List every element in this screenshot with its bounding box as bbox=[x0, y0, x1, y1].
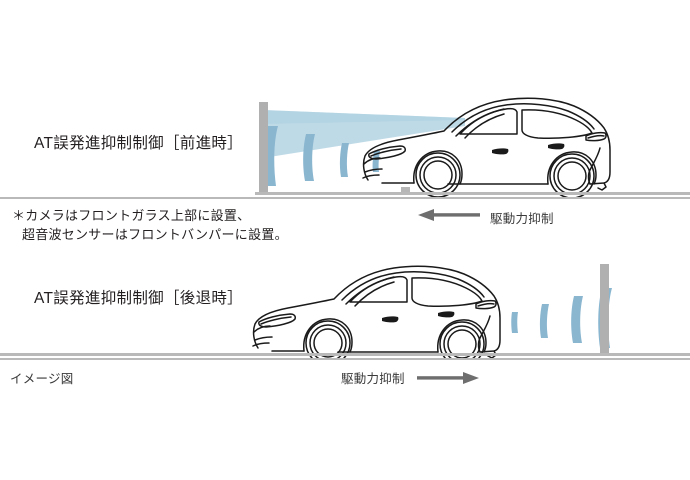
camera-view-cone-icon bbox=[263, 110, 465, 158]
obstacle-wall bbox=[259, 102, 268, 194]
image-caption: イメージ図 bbox=[10, 372, 74, 386]
reverse-drive-suppress-arrow-icon bbox=[417, 372, 479, 384]
obstacle-wall bbox=[600, 264, 609, 353]
forward-drive-suppress-arrow-icon bbox=[418, 209, 480, 221]
forward-scene bbox=[0, 80, 690, 198]
car-illustration bbox=[362, 97, 611, 198]
note-line-1: ＊カメラはフロントガラス上部に設置、 bbox=[12, 208, 251, 223]
car-illustration bbox=[252, 265, 501, 358]
divider-top bbox=[0, 197, 690, 199]
reverse-drive-suppress-label: 駆動力抑制 bbox=[341, 372, 405, 386]
forward-drive-suppress-label: 駆動力抑制 bbox=[490, 212, 554, 226]
bumper-sensor-marker bbox=[401, 187, 410, 194]
reverse-scene bbox=[0, 258, 690, 358]
ground-line bbox=[0, 353, 690, 356]
divider-bottom bbox=[0, 358, 690, 360]
forward-panel-title: AT誤発進抑制制御［前進時］ bbox=[34, 135, 243, 152]
ground-line bbox=[255, 192, 690, 195]
reverse-panel-title: AT誤発進抑制制御［後退時］ bbox=[34, 290, 243, 307]
note-line-2: 超音波センサーはフロントバンパーに設置。 bbox=[22, 227, 288, 242]
